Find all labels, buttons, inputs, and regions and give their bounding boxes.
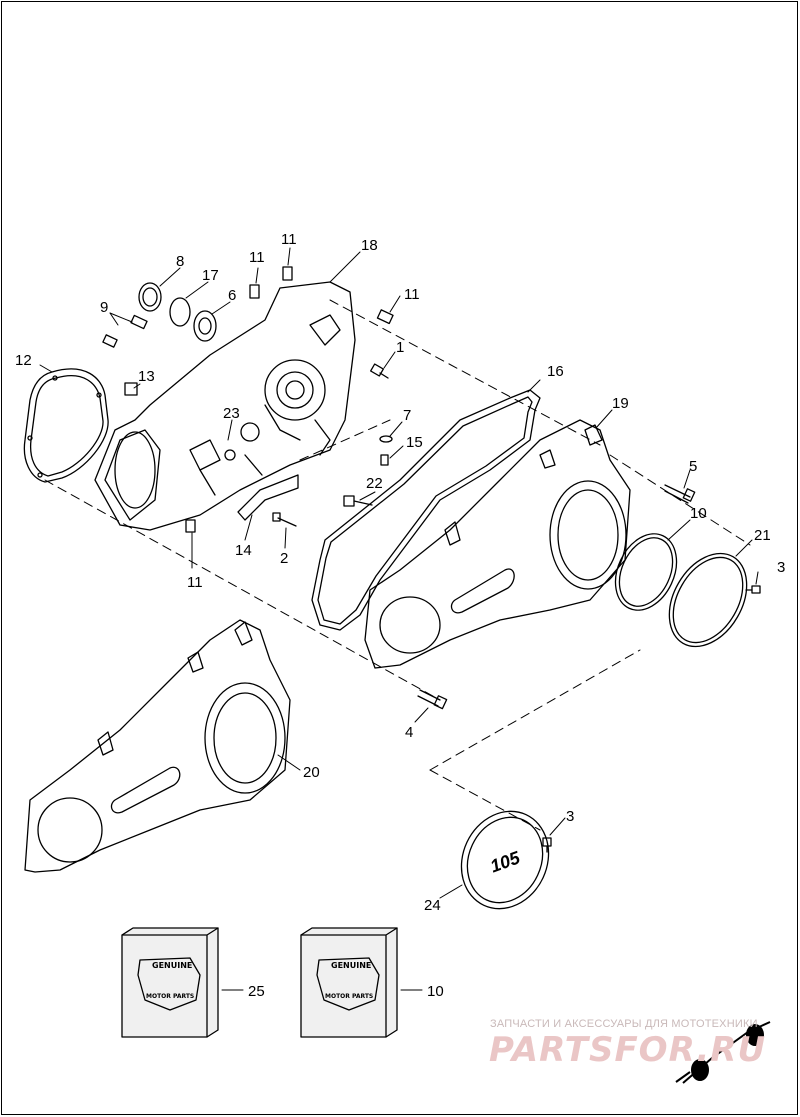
callout-6: 6: [228, 287, 236, 304]
callout-3-b: 3: [566, 808, 574, 825]
callout-16: 16: [547, 363, 564, 380]
seal-8: [138, 282, 162, 312]
outer-cover-19: [364, 419, 631, 669]
callout-25: 25: [248, 983, 265, 1000]
callout-11-c: 11: [404, 286, 420, 303]
screw-3-upper: [745, 585, 761, 594]
callout-5: 5: [689, 458, 697, 475]
callout-22: 22: [366, 475, 383, 492]
kit-25-badge-bottom: MOTOR PARTS: [146, 993, 194, 1000]
callout-20: 20: [303, 764, 320, 781]
bolt-22: [343, 495, 373, 507]
callout-7: 7: [403, 407, 411, 424]
o-ring-10: [614, 533, 678, 611]
leader-lines: [39, 247, 759, 991]
callout-2: 2: [280, 550, 288, 567]
callout-10-b: 10: [427, 983, 444, 1000]
watermark-caption: ЗАПЧАСТИ И АКСЕССУАРЫ ДЛЯ МОТОТЕХНИКИ: [490, 1018, 758, 1030]
bearing-6: [193, 310, 217, 342]
callout-3-a: 3: [777, 559, 785, 576]
inner-primary-housing: [94, 281, 356, 531]
callout-1: 1: [396, 339, 404, 356]
gasket-21: [668, 552, 748, 648]
bolt-1: [370, 363, 389, 379]
callout-21: 21: [754, 527, 771, 544]
parts-kit-10: [300, 927, 398, 1038]
tensioner-14: [237, 474, 299, 521]
callout-8: 8: [176, 253, 184, 270]
callout-11-d: 11: [187, 574, 203, 591]
washer-7: [379, 435, 393, 443]
callout-11-a: 11: [249, 249, 265, 266]
derby-cover-24: [460, 810, 550, 910]
callout-10-a: 10: [690, 505, 707, 522]
callout-12: 12: [15, 352, 32, 369]
callout-14: 14: [235, 542, 252, 559]
kit-25-badge-top: GENUINE: [152, 961, 192, 970]
callout-4: 4: [405, 724, 413, 741]
kit-10-badge-bottom: MOTOR PARTS: [325, 993, 373, 1000]
callout-15: 15: [406, 434, 423, 451]
bolt-5: [664, 484, 696, 504]
callout-24: 24: [424, 897, 441, 914]
watermark-brand: PARTSFOR.RU: [489, 1030, 767, 1070]
outer-cover-20: [24, 619, 291, 873]
callout-19: 19: [612, 395, 629, 412]
parts-kit-25: [121, 927, 219, 1038]
bolt-4: [417, 689, 448, 710]
gasket-12: [23, 368, 109, 483]
plug-15: [380, 454, 389, 466]
watermark-logo-icon: [675, 1021, 771, 1084]
assembly-dashed-lines: [44, 299, 751, 831]
callout-9: 9: [100, 299, 108, 316]
dowel-pins: [102, 266, 394, 533]
kit-10-badge-top: GENUINE: [331, 961, 371, 970]
callout-11-b: 11: [281, 231, 297, 248]
callout-13: 13: [138, 368, 155, 385]
gasket-16: [311, 389, 541, 631]
callout-18: 18: [361, 237, 378, 254]
screw-3-lower: [542, 837, 552, 853]
callout-17: 17: [202, 267, 219, 284]
snap-ring-17: [169, 297, 191, 327]
bolt-2: [272, 512, 297, 527]
callout-23: 23: [223, 405, 240, 422]
derby-cover-label: 105: [487, 847, 523, 876]
